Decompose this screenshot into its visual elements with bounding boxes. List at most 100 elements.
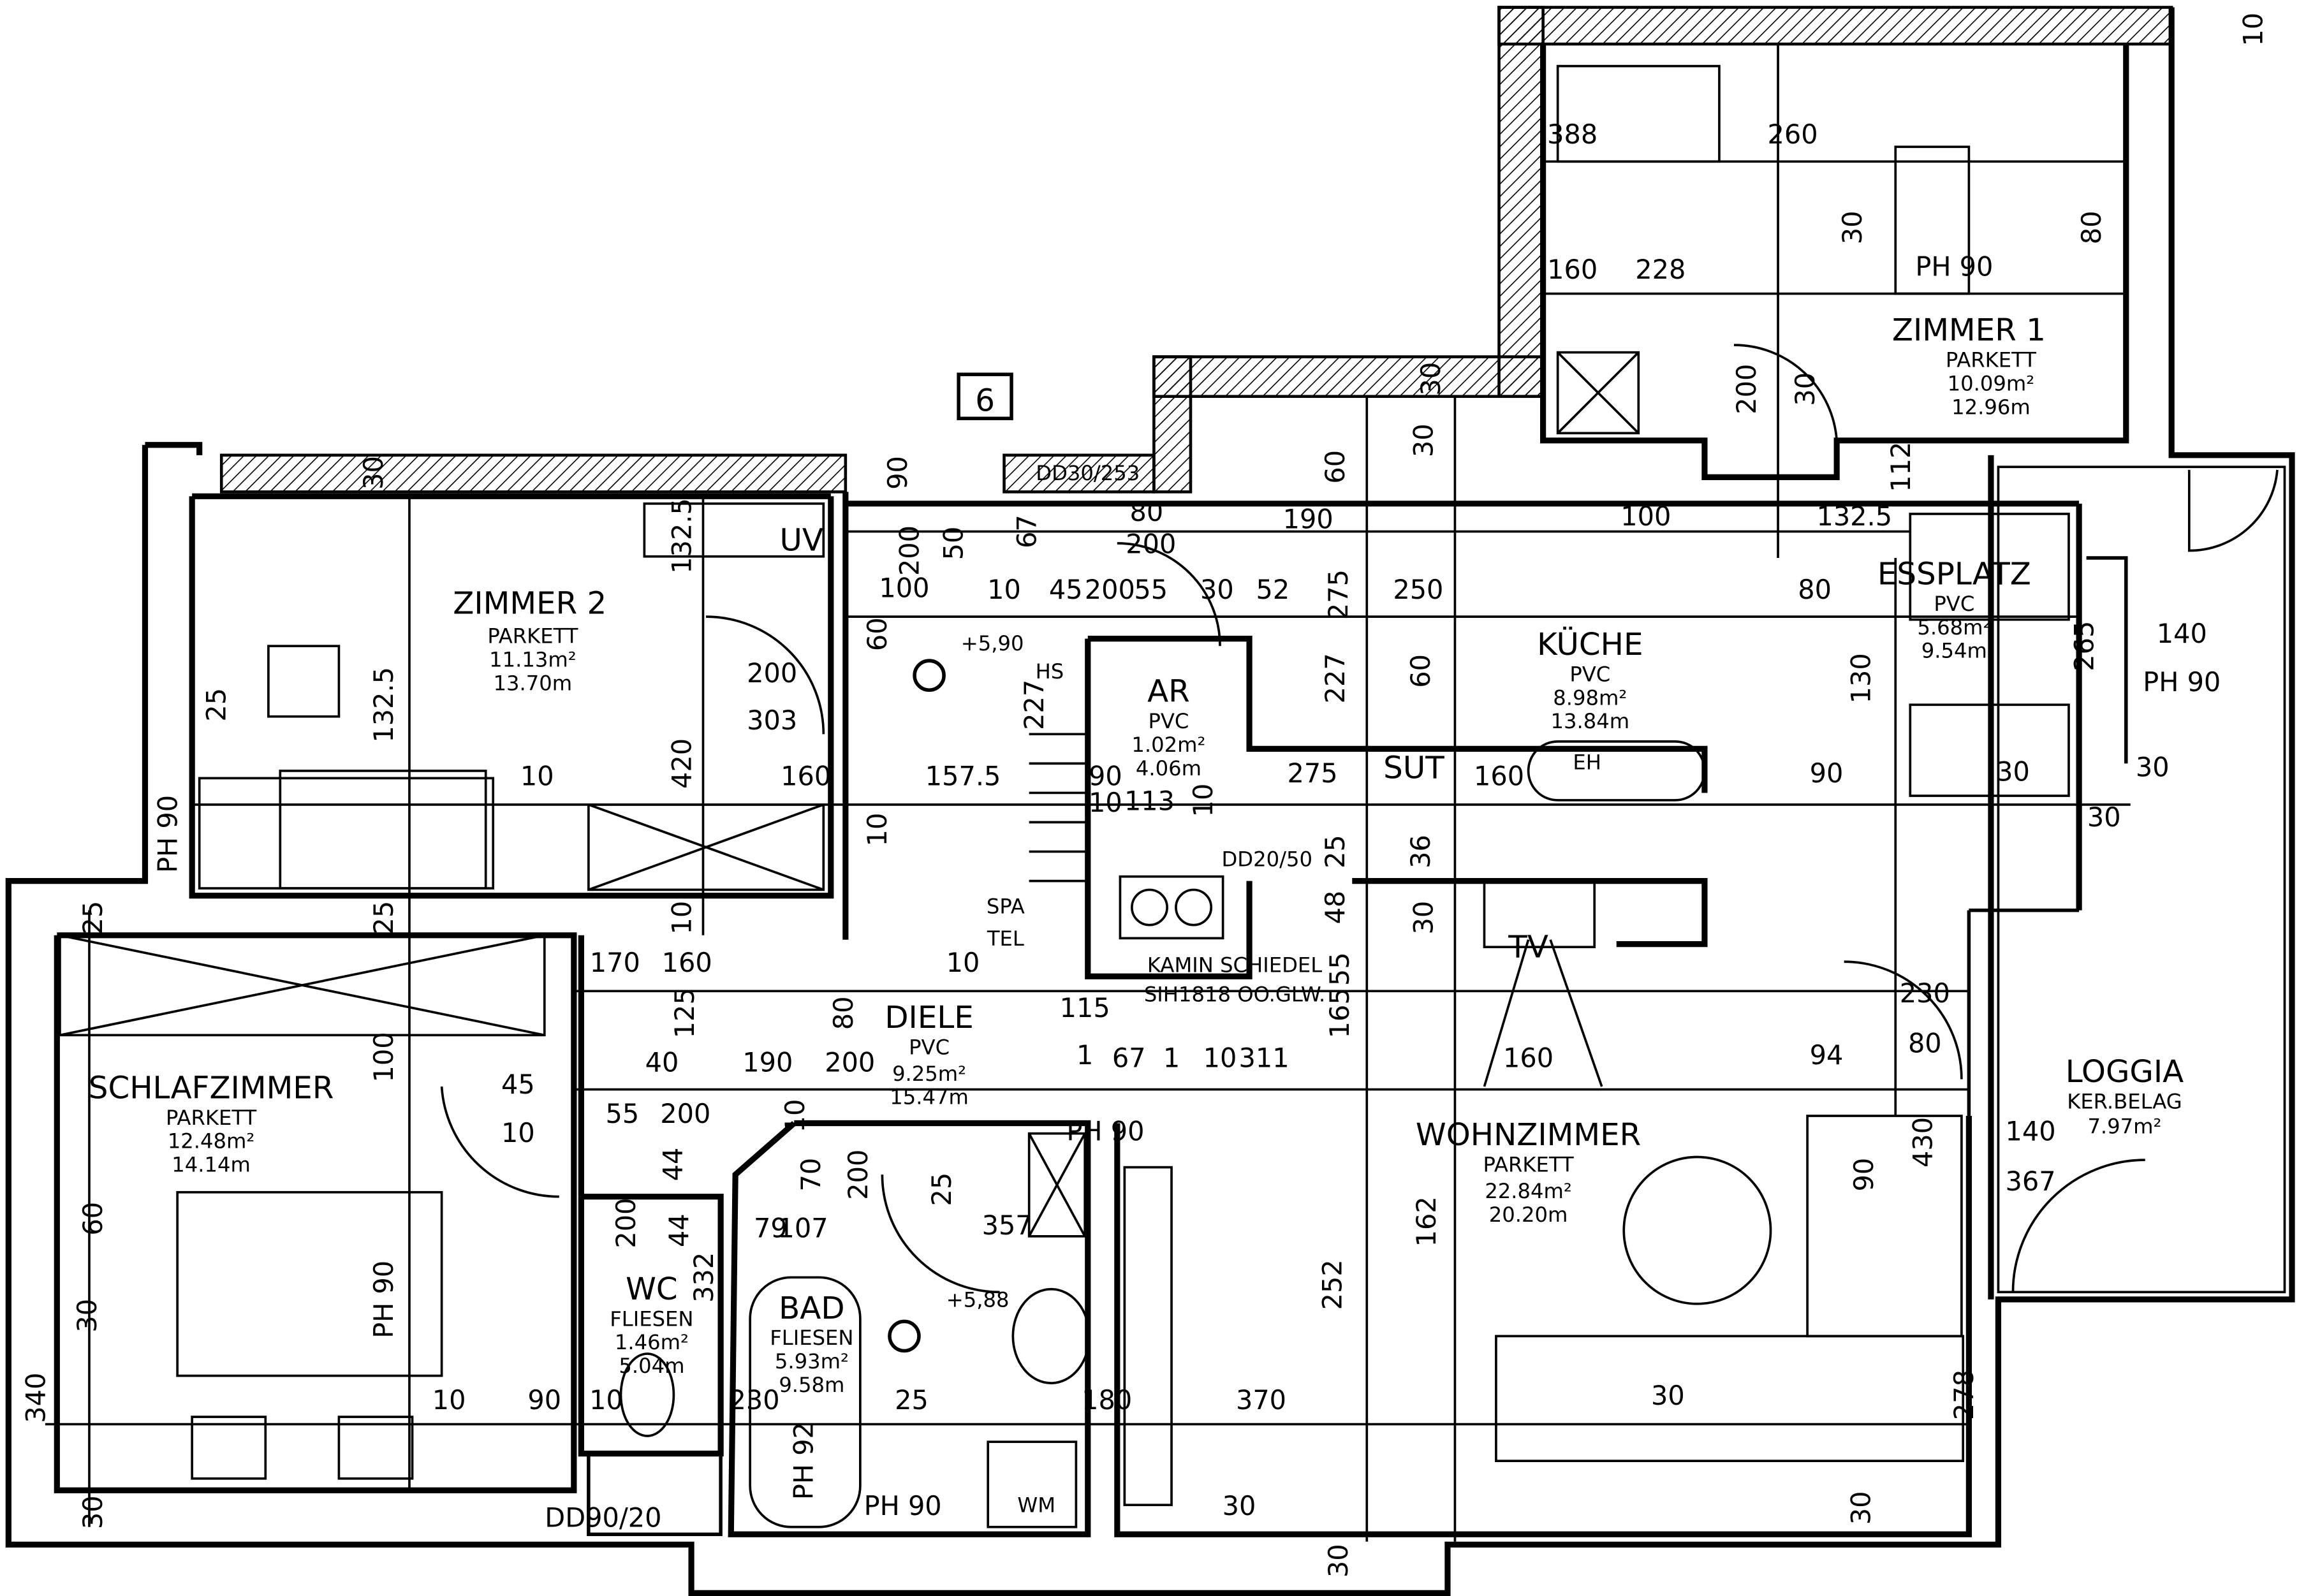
dimension-label: 40 xyxy=(645,1047,679,1078)
wardrobe-zimmer2 xyxy=(587,803,825,891)
toilet xyxy=(619,1352,675,1437)
dimension-label: 30 xyxy=(2136,752,2170,783)
room-floor: FLIESEN xyxy=(610,1307,693,1331)
dimension-label: 10 xyxy=(520,761,554,791)
washing-machine xyxy=(987,1440,1078,1528)
door-dd90-label: DD90/20 xyxy=(545,1502,661,1533)
dimension-label: 275 xyxy=(1288,758,1338,789)
dimension-label: 200 xyxy=(611,1198,642,1248)
dimension-label: 100 xyxy=(1620,501,1671,532)
room-name: WOHNZIMMER xyxy=(1416,1117,1641,1153)
dimension-label: 278 xyxy=(1949,1370,1979,1420)
room-area: 11.13m² xyxy=(489,647,577,671)
dimension-label: 30 xyxy=(358,456,389,490)
dimension-label: 30 xyxy=(2087,802,2121,833)
dimension-label: 50 xyxy=(939,527,969,560)
room-perimeter: 9.58m xyxy=(779,1373,844,1397)
room-bad: BAD FLIESEN 5.93m² 9.58m xyxy=(770,1291,853,1397)
dimension-label: 367 xyxy=(2006,1166,2056,1197)
dimension-label: 160 xyxy=(781,761,831,791)
sheet-number: 6 xyxy=(975,383,995,419)
dimension-label: 30 xyxy=(1416,362,1446,396)
dimension-label: 252 xyxy=(1318,1259,1348,1310)
room-name: ZIMMER 2 xyxy=(453,586,606,622)
tv-label: TV xyxy=(1508,929,1548,965)
dimension-label: 200 xyxy=(843,1150,874,1200)
dimension-label: 275 xyxy=(1323,569,1354,620)
dimension-label: 60 xyxy=(862,617,893,651)
dimension-label: 44 xyxy=(658,1148,689,1182)
door-dd30-label: DD30/253 xyxy=(1036,461,1140,485)
bed-zimmer1 xyxy=(1556,64,1721,163)
dimension-label: 160 xyxy=(1503,1043,1553,1074)
dimension-label: 132.5 xyxy=(369,667,399,743)
level-marker-icon xyxy=(913,659,946,692)
dimension-label: 170 xyxy=(590,948,640,978)
dimension-label: 1 xyxy=(1163,1043,1180,1074)
bed-zimmer2 xyxy=(198,777,495,890)
room-area: 22.84m² xyxy=(1485,1179,1572,1203)
dimension-label: 10 xyxy=(946,948,980,978)
dimension-label: 100 xyxy=(879,573,929,604)
dimension-label: 52 xyxy=(1256,575,1290,605)
room-perimeter: 5.04m xyxy=(619,1354,684,1378)
dimension-label: PH 90 xyxy=(1066,1116,1144,1147)
room-floor: KER.BELAG xyxy=(2067,1090,2182,1114)
dimension-label: 107 xyxy=(778,1213,828,1244)
dimension-label: 79 xyxy=(754,1213,788,1244)
bed-schlafzimmer xyxy=(176,1190,443,1377)
dimension-label: 165 xyxy=(1325,988,1355,1038)
room-name: KÜCHE xyxy=(1537,627,1643,663)
round-table xyxy=(1622,1155,1772,1305)
room-name: WC xyxy=(626,1271,678,1307)
dimension-label: 90 xyxy=(527,1385,561,1416)
door-swings xyxy=(440,344,2279,1294)
dimension-label: 30 xyxy=(1408,423,1439,457)
dimension-label: 44 xyxy=(664,1213,694,1247)
dimension-label: 10 xyxy=(2238,13,2268,47)
room-schlafzimmer: SCHLAFZIMMER PARKETT 12.48m² 14.14m xyxy=(89,1070,334,1176)
dimension-label: 228 xyxy=(1635,254,1686,285)
desk-chair xyxy=(267,645,341,718)
dimension-label: 1 xyxy=(1076,1040,1093,1071)
room-area: 8.98m² xyxy=(1553,685,1627,710)
room-floor: PVC xyxy=(1148,709,1189,733)
dimension-label: 30 xyxy=(1408,901,1439,935)
room-area: 7.97m² xyxy=(2087,1115,2161,1139)
dimension-label: 10 xyxy=(589,1385,623,1416)
dimension-label: 100 xyxy=(369,1032,399,1082)
dimension-label: 140 xyxy=(2006,1116,2056,1147)
room-floor: PARKETT xyxy=(1483,1153,1574,1177)
dimension-label: 25 xyxy=(1320,835,1351,868)
room-perimeter: 20.20m xyxy=(1489,1203,1568,1227)
dimension-label: 160 xyxy=(662,948,712,978)
dimension-label: 10 xyxy=(432,1385,466,1416)
dimension-label: 125 xyxy=(670,988,700,1038)
room-name: ESSPLATZ xyxy=(1877,556,2031,592)
sheet-number-box: 6 xyxy=(957,372,1013,421)
dimension-label: 48 xyxy=(1320,891,1351,925)
dimension-label: 80 xyxy=(2076,211,2107,245)
room-diele: DIELE PVC 9.25m² 15.47m xyxy=(885,1000,974,1109)
dimension-label: 227 xyxy=(1320,653,1351,703)
tv-cabinet xyxy=(1483,879,1596,949)
room-name: AR xyxy=(1147,674,1190,710)
room-name: BAD xyxy=(779,1291,844,1326)
dimension-label: 265 xyxy=(2069,621,2100,671)
room-floor: PARKETT xyxy=(166,1106,256,1130)
dimension-label: 112 xyxy=(1886,442,1916,492)
annotations: +5,90 +5,88 KAMIN SCHIEDEL SIH1818 OO.GL… xyxy=(545,461,1601,1533)
room-zimmer1: ZIMMER 1 PARKETT 10.09m² 12.96m xyxy=(1892,312,2046,419)
dimension-label: 30 xyxy=(1651,1380,1685,1411)
dimension-label: 200 xyxy=(747,658,797,689)
room-area: 9.25m² xyxy=(892,1062,966,1086)
room-kueche: KÜCHE PVC 8.98m² 13.84m xyxy=(1537,627,1643,733)
dimension-label: 130 xyxy=(1846,653,1877,703)
dimension-label: 340 xyxy=(20,1373,51,1423)
level-bad: +5,88 xyxy=(946,1287,1010,1312)
dimension-label: 303 xyxy=(747,705,797,736)
dimension-label: 30 xyxy=(1223,1491,1256,1521)
dimension-label: 10 xyxy=(667,901,698,935)
